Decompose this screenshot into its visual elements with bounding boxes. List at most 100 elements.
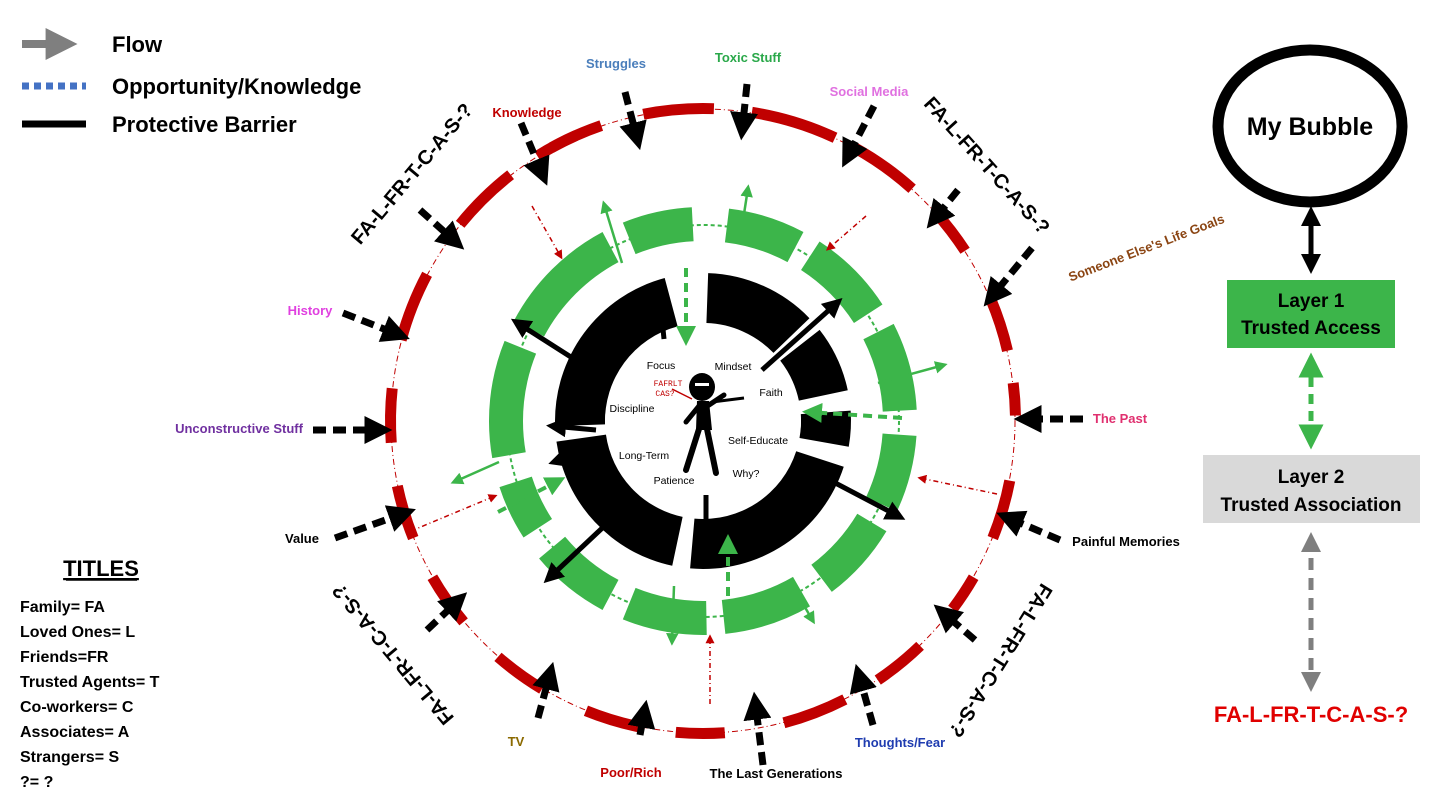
- incoming-arrow-icon: [619, 91, 647, 151]
- core-barrier-segment: [556, 434, 683, 566]
- green-barrier-segment: [514, 232, 619, 337]
- label-unconstructive-stuff: Unconstructive Stuff: [175, 421, 304, 436]
- incoming-arrow-icon: [627, 699, 656, 736]
- green-flow-arrows: [450, 184, 948, 646]
- green-barrier-segment: [499, 476, 553, 538]
- outgoing-arrow-icon: [546, 417, 597, 438]
- incoming-arrow-icon: [517, 121, 550, 186]
- outer-barrier-segment: [395, 271, 432, 342]
- green-barrier-segment: [863, 323, 917, 412]
- label-the-past: The Past: [1093, 411, 1148, 426]
- label-tv: TV: [508, 734, 525, 749]
- layer2-subtitle: Trusted Association: [1221, 495, 1402, 516]
- core-code-line1: FAFRLT: [654, 380, 683, 389]
- outer-barrier-segment: [985, 296, 1013, 352]
- label-thoughts-fear: Thoughts/Fear: [855, 735, 945, 750]
- core-words: Focus Mindset Faith Discipline Self-Educ…: [610, 360, 789, 487]
- ring-code-top-left: FA-L-FR-T-C-A-S-?: [347, 99, 477, 248]
- titles-item: Friends=FR: [20, 649, 109, 666]
- core-barrier-segment: [706, 273, 810, 353]
- outer-barrier-segment: [494, 652, 545, 694]
- core-long-term: Long-Term: [619, 450, 669, 462]
- red-opportunity-arrow-icon: [531, 205, 563, 260]
- green-barrier-segment: [721, 576, 810, 634]
- titles-item: Loved Ones= L: [20, 624, 135, 641]
- outer-barrier-segment: [1007, 382, 1021, 416]
- outgoing-arrow-icon: [797, 373, 844, 397]
- outgoing-arrow-icon: [510, 318, 576, 362]
- outer-barrier-segment: [948, 574, 979, 613]
- layer1-title: Layer 1: [1278, 291, 1345, 312]
- green-barrier-segment: [622, 207, 694, 255]
- layer1-green-barrier: [488, 207, 917, 635]
- incoming-arrow-icon: [341, 309, 410, 342]
- incoming-arrow-icon: [424, 592, 468, 633]
- core-why: Why?: [733, 468, 760, 480]
- outer-barrier-segment: [675, 726, 726, 739]
- label-someone-elses-life-goals: Someone Else's Life Goals: [1066, 211, 1226, 284]
- label-the-last-generations: The Last Generations: [710, 766, 843, 781]
- core-patience: Patience: [654, 475, 695, 487]
- outgoing-black-arrows: [510, 293, 906, 584]
- person-figure-icon: [671, 373, 745, 476]
- titles-heading: TITLES: [63, 556, 139, 581]
- incoming-arrow-icon: [730, 83, 758, 141]
- layer1-box: [1227, 280, 1395, 348]
- red-opportunity-arrow-icon: [917, 474, 998, 495]
- outer-barrier-segment: [455, 170, 514, 228]
- legend: Flow Opportunity/Knowledge Protective Ba…: [22, 28, 361, 137]
- label-struggles: Struggles: [586, 56, 646, 71]
- ring-code-bottom-left: FA-L-FR-T-C-A-S-?: [328, 579, 458, 728]
- outer-barrier-segment: [874, 641, 924, 685]
- outer-barrier-segment: [782, 694, 848, 729]
- outgoing-arrow-icon: [760, 297, 843, 372]
- outer-barrier-segment: [987, 479, 1016, 541]
- label-value: Value: [285, 531, 319, 546]
- incoming-arrow-icon: [743, 691, 772, 766]
- incoming-arrow-icon: [926, 187, 961, 229]
- incoming-arrow-icon: [417, 207, 465, 250]
- red-opportunity-arrow-icon: [825, 215, 867, 251]
- green-flow-arrow-icon: [790, 584, 815, 625]
- titles-item: Strangers= S: [20, 749, 119, 766]
- label-painful-memories: Painful Memories: [1072, 534, 1180, 549]
- green-flow-arrow-icon: [497, 477, 566, 514]
- incoming-arrow-icon: [933, 604, 978, 643]
- green-barrier-segment: [539, 536, 619, 610]
- core-mindset: Mindset: [715, 361, 752, 373]
- core-barrier-segment: [799, 410, 851, 447]
- core-barrier-segment: [555, 278, 678, 427]
- outgoing-arrow-icon: [543, 515, 616, 584]
- core-focus: Focus: [647, 360, 676, 372]
- green-flow-arrow-icon: [666, 585, 679, 646]
- green-flow-arrow-icon: [802, 402, 903, 423]
- outgoing-arrow-icon: [651, 293, 672, 340]
- incoming-arrow-icon: [996, 510, 1062, 544]
- green-barrier-segment: [801, 241, 883, 323]
- label-history: History: [288, 303, 334, 318]
- green-flow-arrow-icon: [450, 460, 500, 485]
- incoming-arrow-icon: [849, 663, 877, 726]
- incoming-barrier-arrows: [313, 83, 1083, 766]
- my-bubble-circle: [1212, 44, 1408, 208]
- incoming-arrow-icon: [842, 104, 878, 168]
- core-faith: Faith: [759, 387, 783, 399]
- titles-item: ?= ?: [20, 774, 53, 791]
- incoming-arrow-icon: [532, 661, 560, 719]
- titles-item: Trusted Agents= T: [20, 674, 160, 691]
- outgoing-arrow-icon: [820, 473, 906, 520]
- green-flow-arrow-icon: [738, 184, 753, 241]
- outer-barrier-segment: [583, 705, 645, 734]
- my-bubble-label: My Bubble: [1247, 113, 1373, 141]
- green-barrier-segment: [724, 208, 804, 263]
- core-self-educate: Self-Educate: [728, 435, 788, 447]
- outer-barrier-segment: [851, 142, 916, 193]
- green-barrier-segment: [866, 433, 917, 512]
- red-opportunity-arrow-icon: [410, 494, 498, 532]
- incoming-arrow-icon: [983, 245, 1035, 307]
- outer-barrier-segment: [534, 130, 579, 161]
- outer-barrier-segment: [384, 387, 398, 444]
- titles-panel: TITLES Family= FA Loved Ones= L Friends=…: [20, 556, 160, 791]
